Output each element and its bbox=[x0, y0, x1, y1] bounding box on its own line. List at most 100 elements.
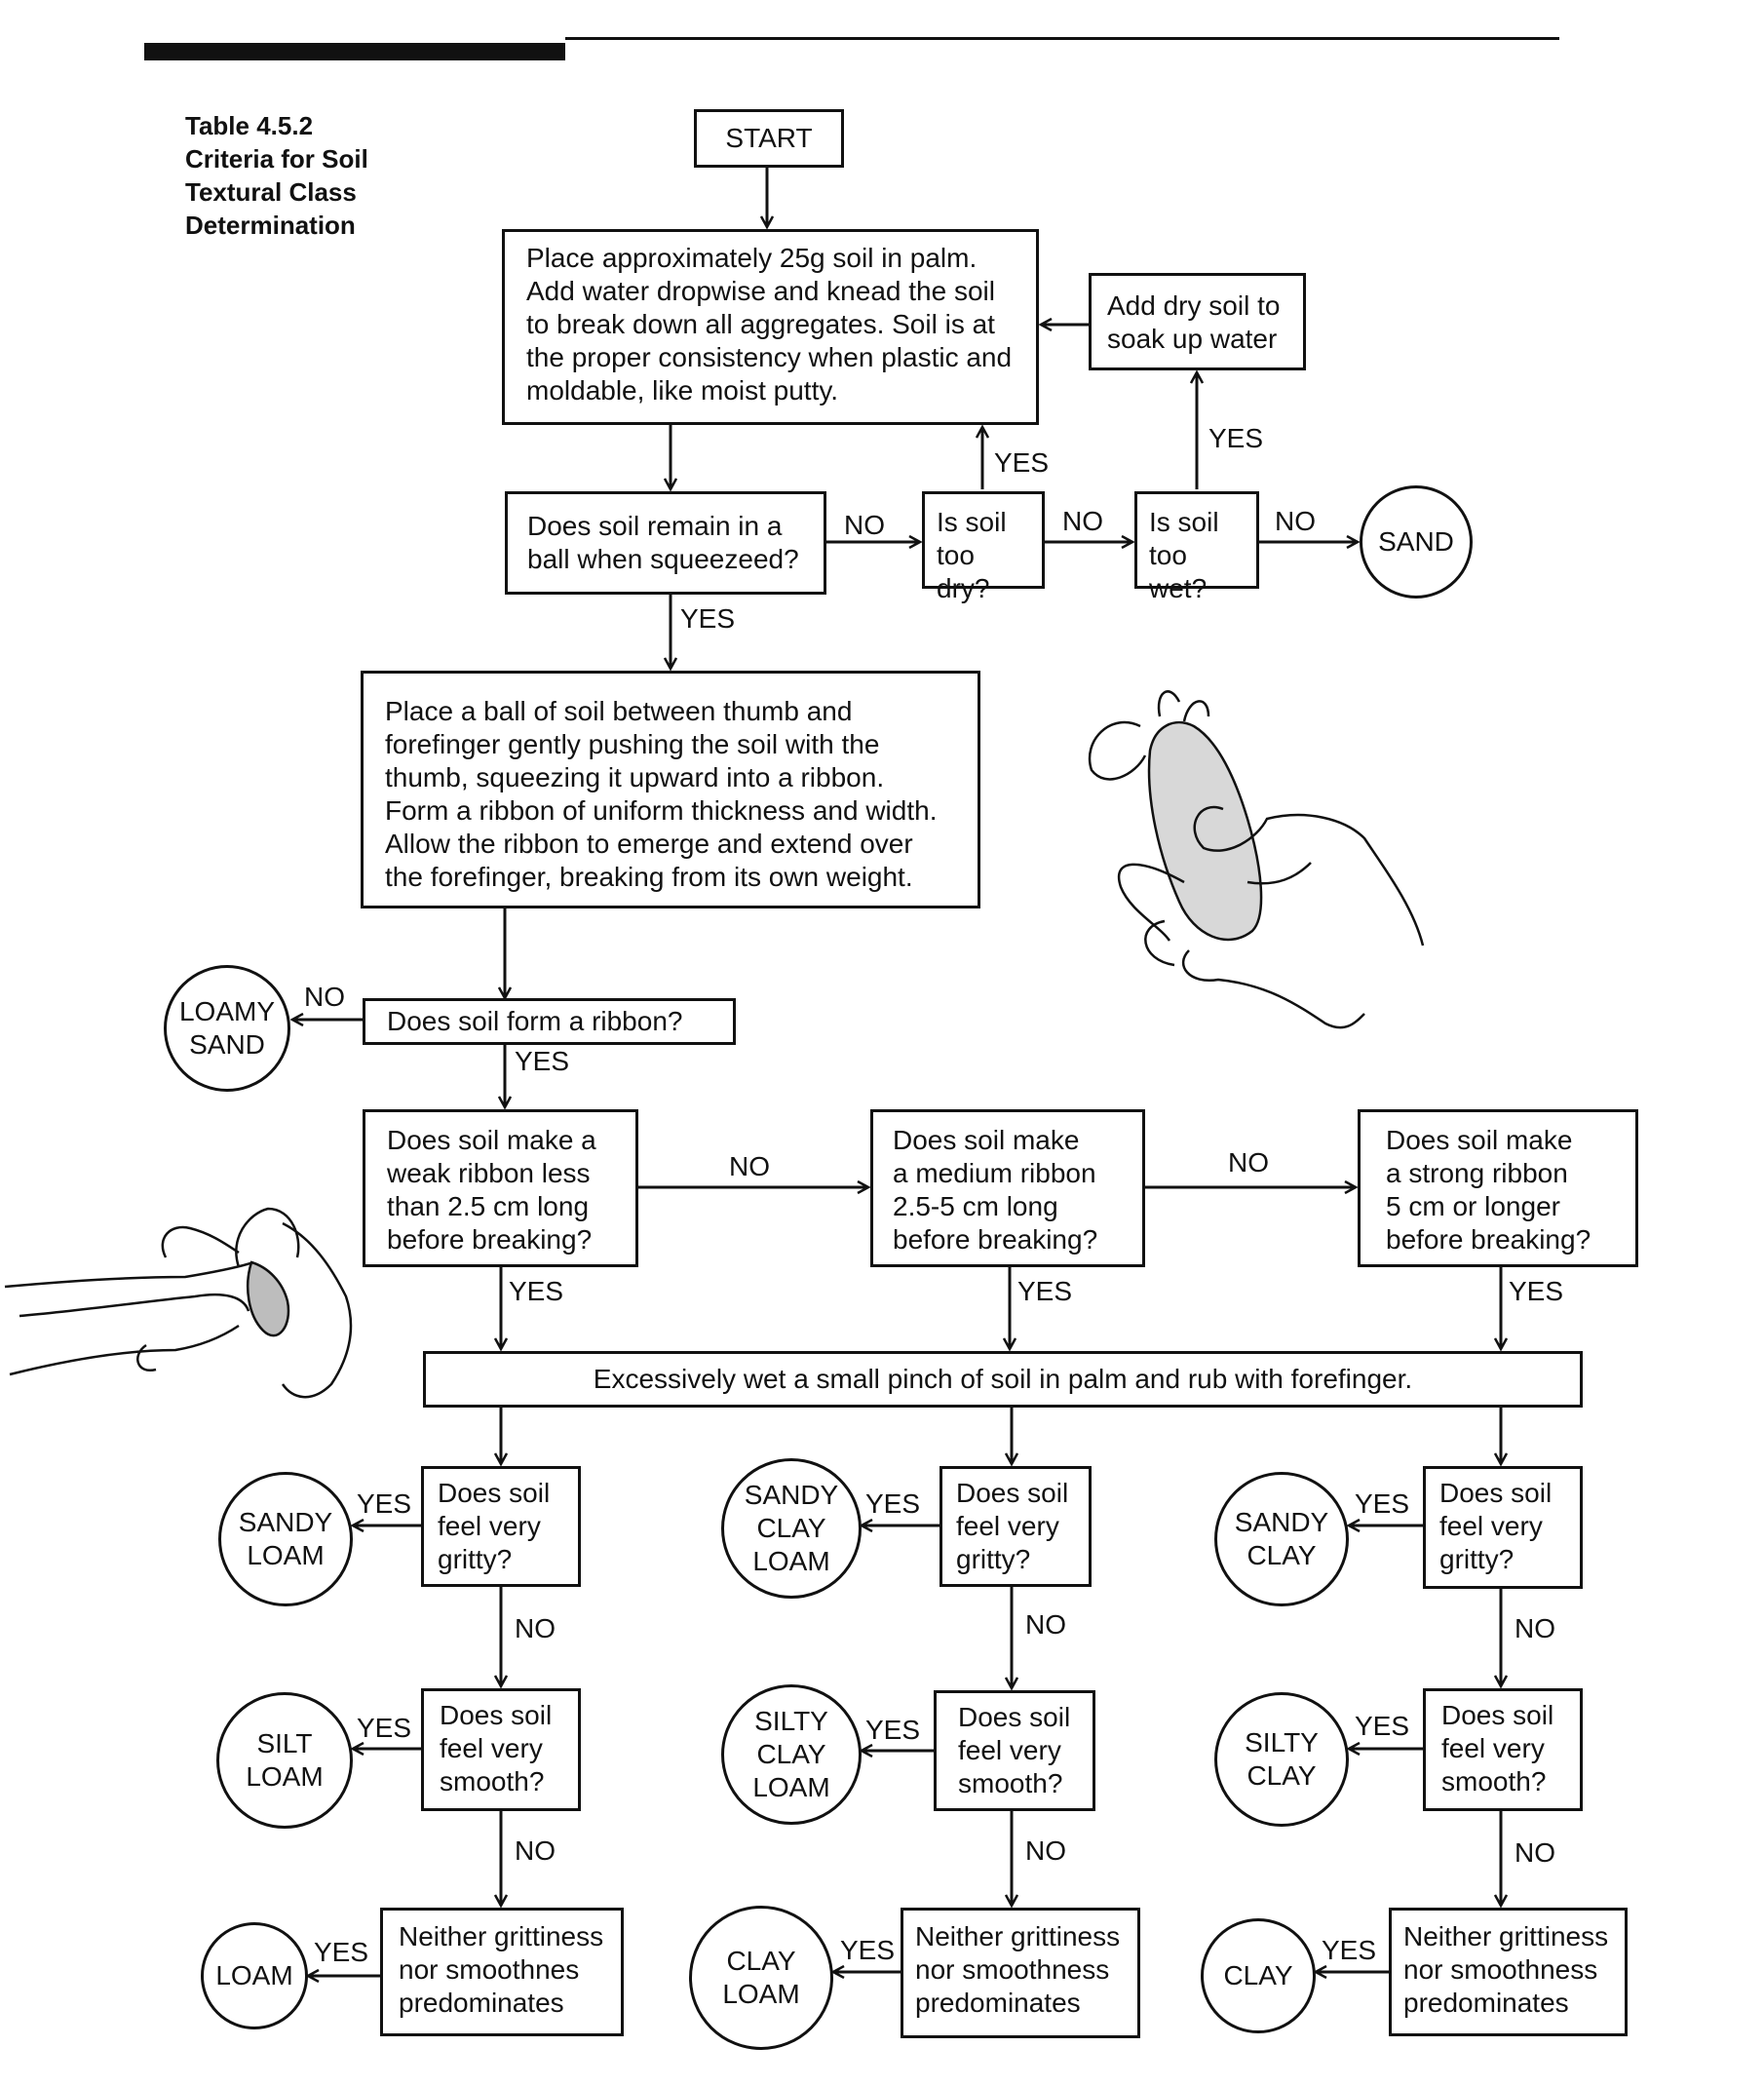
strong-ribbon-line: Does soil make bbox=[1386, 1125, 1573, 1155]
too-wet-line: too wet? bbox=[1149, 540, 1208, 603]
hand-rubbing-soil-illustration bbox=[4, 1207, 353, 1399]
weak-ribbon-line: before breaking? bbox=[387, 1224, 593, 1255]
c1-neither-line: nor smoothnes bbox=[399, 1954, 580, 1985]
yes-label: YES bbox=[1355, 1488, 1410, 1519]
yes-label: YES bbox=[840, 1935, 896, 1965]
c1-gritty-box: Does soil feel very gritty? bbox=[421, 1466, 581, 1587]
yes-label: YES bbox=[314, 1937, 369, 1967]
result-silt-loam: SILT LOAM bbox=[216, 1692, 353, 1829]
result-sandy-clay: SANDY CLAY bbox=[1214, 1472, 1349, 1606]
c1-neither-line: Neither grittiness bbox=[399, 1921, 604, 1951]
no-label: NO bbox=[1515, 1613, 1555, 1643]
yes-label: YES bbox=[994, 447, 1050, 478]
too-dry-line: Is soil bbox=[937, 507, 1007, 537]
result-silty-clay-loam-line: LOAM bbox=[752, 1772, 830, 1802]
c2-smooth-line: Does soil bbox=[958, 1702, 1071, 1732]
yes-label: YES bbox=[1355, 1711, 1410, 1741]
ribbon-instructions-line: Allow the ribbon to emerge and extend ov… bbox=[385, 829, 913, 859]
table-caption: Table 4.5.2 Criteria for Soil Textural C… bbox=[185, 109, 439, 242]
c2-neither-line: predominates bbox=[915, 1988, 1081, 2018]
c3-smooth-box: Does soil feel very smooth? bbox=[1423, 1688, 1583, 1811]
result-silty-clay: SILTY CLAY bbox=[1214, 1692, 1349, 1827]
finger-tip-upper bbox=[161, 1225, 240, 1258]
wet-pinch-label: Excessively wet a small pinch of soil in… bbox=[593, 1364, 1413, 1394]
c3-gritty-line: Does soil bbox=[1439, 1478, 1553, 1508]
c3-neither-line: Neither grittiness bbox=[1403, 1921, 1609, 1951]
c2-smooth-line: smooth? bbox=[958, 1768, 1063, 1798]
ribbon-instructions-line: forefinger gently pushing the soil with … bbox=[385, 729, 880, 759]
result-loam: LOAM bbox=[201, 1922, 308, 2029]
place-soil-line: Place approximately 25g soil in palm. bbox=[526, 243, 978, 273]
result-clay-loam: CLAY LOAM bbox=[689, 1906, 833, 2050]
result-silty-clay-loam: SILTY CLAY LOAM bbox=[721, 1684, 862, 1825]
caption-line: Criteria for Soil bbox=[185, 144, 368, 174]
result-silty-clay-loam-line: SILTY bbox=[754, 1706, 828, 1736]
yes-label: YES bbox=[865, 1488, 921, 1519]
knuckle-line bbox=[1246, 862, 1312, 885]
c1-neither-line: predominates bbox=[399, 1988, 564, 2018]
ball-question-line: Does soil remain in a bbox=[527, 511, 783, 541]
no-label: NO bbox=[1515, 1837, 1555, 1868]
place-soil-line: the proper consistency when plastic and bbox=[526, 342, 1013, 372]
weak-ribbon-box: Does soil make a weak ribbon less than 2… bbox=[363, 1109, 638, 1267]
weak-ribbon-line: than 2.5 cm long bbox=[387, 1191, 590, 1221]
c2-smooth-box: Does soil feel very smooth? bbox=[934, 1690, 1095, 1811]
c1-smooth-line: smooth? bbox=[440, 1766, 545, 1796]
finger-tip-lower bbox=[136, 1343, 157, 1372]
start-box: START bbox=[694, 109, 844, 168]
ribbon-question-label: Does soil form a ribbon? bbox=[387, 1006, 683, 1036]
finger-outline-1 bbox=[1117, 863, 1185, 942]
result-clay-loam-line: LOAM bbox=[722, 1979, 800, 2009]
hand-base-outline bbox=[1182, 949, 1365, 1029]
result-sandy-clay-line: SANDY bbox=[1234, 1507, 1329, 1537]
no-label: NO bbox=[304, 982, 345, 1012]
result-loamy-sand-line: SAND bbox=[189, 1029, 265, 1060]
too-wet-line: Is soil bbox=[1149, 507, 1219, 537]
soil-ribbon-shape bbox=[1147, 720, 1263, 942]
finger-mid-line bbox=[19, 1293, 250, 1318]
result-sandy-loam: SANDY LOAM bbox=[218, 1472, 353, 1606]
yes-label: YES bbox=[357, 1488, 412, 1519]
place-soil-line: moldable, like moist putty. bbox=[526, 375, 839, 406]
c3-neither-box: Neither grittiness nor smoothness predom… bbox=[1389, 1908, 1628, 2036]
ribbon-instructions-line: the forefinger, breaking from its own we… bbox=[385, 862, 913, 892]
c2-gritty-line: gritty? bbox=[956, 1544, 1031, 1574]
result-sandy-clay-line: CLAY bbox=[1246, 1540, 1317, 1570]
no-label: NO bbox=[844, 510, 885, 540]
strong-ribbon-line: 5 cm or longer bbox=[1386, 1191, 1560, 1221]
result-sandy-clay-loam: SANDY CLAY LOAM bbox=[721, 1458, 862, 1599]
caption-line: Determination bbox=[185, 211, 356, 240]
no-label: NO bbox=[1275, 506, 1316, 536]
strong-ribbon-line: before breaking? bbox=[1386, 1224, 1591, 1255]
weak-ribbon-line: Does soil make a bbox=[387, 1125, 596, 1155]
result-sand: SAND bbox=[1360, 485, 1473, 599]
thumb-outline bbox=[1193, 805, 1425, 946]
header-rule-thick bbox=[144, 43, 565, 60]
soil-pinch-shape bbox=[246, 1260, 290, 1337]
ribbon-tip-mid bbox=[1157, 690, 1181, 717]
c3-gritty-line: feel very bbox=[1439, 1511, 1543, 1541]
c2-neither-line: nor smoothness bbox=[915, 1954, 1110, 1985]
c2-neither-line: Neither grittiness bbox=[915, 1921, 1121, 1951]
ribbon-instructions-line: Form a ribbon of uniform thickness and w… bbox=[385, 795, 938, 826]
result-sandy-loam-line: SANDY bbox=[238, 1507, 333, 1537]
c3-smooth-line: smooth? bbox=[1441, 1766, 1547, 1796]
too-wet-box: Is soil too wet? bbox=[1134, 491, 1259, 603]
c2-gritty-box: Does soil feel very gritty? bbox=[940, 1466, 1092, 1587]
medium-ribbon-line: a medium ribbon bbox=[893, 1158, 1096, 1188]
add-dry-soil-line: soak up water bbox=[1107, 324, 1278, 354]
palm-outline bbox=[281, 1221, 353, 1399]
weak-ribbon-line: weak ribbon less bbox=[387, 1158, 591, 1188]
c3-neither-line: predominates bbox=[1403, 1988, 1569, 2018]
start-label: START bbox=[725, 123, 813, 153]
c2-gritty-line: feel very bbox=[956, 1511, 1059, 1541]
c1-smooth-box: Does soil feel very smooth? bbox=[421, 1688, 581, 1811]
c1-gritty-line: gritty? bbox=[438, 1544, 513, 1574]
result-loamy-sand-line: LOAMY bbox=[178, 996, 276, 1026]
yes-label: YES bbox=[865, 1715, 921, 1745]
yes-label: YES bbox=[515, 1046, 570, 1076]
ball-question-box: Does soil remain in a ball when squeezee… bbox=[505, 491, 826, 595]
c1-gritty-line: Does soil bbox=[438, 1478, 551, 1508]
add-dry-soil-line: Add dry soil to bbox=[1107, 290, 1281, 321]
